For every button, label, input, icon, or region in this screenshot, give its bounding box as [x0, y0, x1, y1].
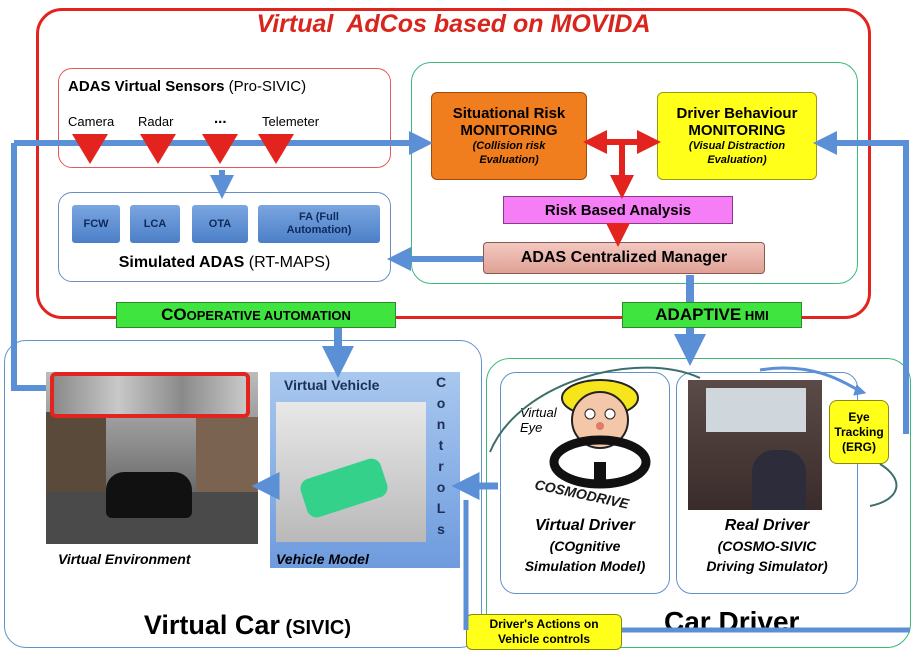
adaptive-rest: HMI	[741, 307, 769, 323]
sensor-label-radar: Radar	[138, 114, 174, 129]
driver-behaviour-line1: Driver Behaviour	[676, 105, 798, 122]
controls-letter: o	[436, 479, 446, 495]
driver-behaviour-line2: MONITORING	[688, 122, 786, 139]
controls-letter: L	[436, 500, 446, 516]
virtual-car-frame	[4, 340, 482, 648]
simulator-screen	[706, 388, 806, 432]
simulated-title-bold: Simulated ADAS	[118, 254, 245, 271]
driver-behaviour-line4: Evaluation)	[707, 154, 767, 166]
building-left	[46, 412, 106, 507]
eye-tracking-line1: Eye	[848, 409, 870, 424]
situational-risk-line4: Evaluation)	[479, 154, 539, 166]
virtual-eye-gaze-curve	[489, 366, 701, 453]
driver-eye-left	[584, 408, 596, 420]
driver-face	[571, 391, 629, 449]
adaptive-hmi-band: ADAPTIVE HMI	[622, 302, 802, 328]
radar-sensor-triangle	[140, 134, 176, 164]
adas-ota-button[interactable]: OTA	[192, 205, 248, 243]
adas-fa-button[interactable]: FA (Full Automation)	[258, 205, 380, 243]
drivers-actions-line2: Vehicle controls	[497, 632, 591, 646]
real-eye-gaze-curve	[759, 366, 867, 396]
controls-letter: r	[438, 458, 444, 474]
adas-fcw-button[interactable]: FCW	[72, 205, 120, 243]
real-driver-line1: Real Driver	[724, 517, 810, 534]
eye-tracking-line3: (ERG)	[842, 439, 876, 454]
drivers-actions-line1: Driver's Actions on	[489, 617, 599, 631]
controls-letter: t	[438, 437, 444, 453]
camera-thumbnails	[50, 372, 250, 418]
virtual-vehicle-title: Virtual Vehicle	[284, 377, 380, 393]
driver-behaviour-line3: (Visual Distraction	[688, 140, 786, 152]
virtual-driver-line2: (COgnitive	[549, 538, 621, 554]
drivers-actions-box: Driver's Actions on Vehicle controls	[466, 614, 622, 650]
virtual-driver-label: Virtual Driver (COgnitive Simulation Mod…	[500, 516, 670, 576]
vehicle-model-label: Vehicle Model	[276, 551, 369, 567]
eye-tracking-box: Eye Tracking (ERG)	[829, 400, 889, 464]
driving-simulator-photo	[688, 380, 822, 510]
real-driver-label: Real Driver (COSMO-SIVIC Driving Simulat…	[676, 516, 858, 576]
sensor-label-more: ...	[214, 110, 227, 127]
eye-tracking-line2: Tracking	[834, 424, 884, 439]
eye-tracking-loop-curve	[869, 463, 898, 507]
controls-letter: C	[435, 374, 447, 390]
vehicle-model-image	[276, 402, 426, 542]
page-title: Virtual AdCos based on MOVIDA	[256, 10, 651, 38]
sensors-title: ADAS Virtual Sensors (Pro-SIVIC)	[68, 78, 306, 95]
adas-centralized-manager-box: ADAS Centralized Manager	[483, 242, 765, 274]
controls-label: C o n t r o L s	[428, 372, 454, 540]
car-silhouette	[106, 472, 192, 518]
telemeter-sensor-triangle	[258, 134, 294, 164]
extra-sensor-triangle	[202, 134, 238, 164]
left-feedback-line	[11, 143, 46, 391]
sensor-label-telemeter: Telemeter	[262, 114, 320, 129]
cooperative-rest: OPERATIVE AUTOMATION	[186, 307, 351, 323]
cooperative-big: CO	[161, 305, 187, 324]
virtual-environment-label: Virtual Environment	[58, 551, 191, 567]
right-feedback-arrow	[813, 131, 909, 434]
virtual-car-bold: Virtual Car	[143, 610, 280, 640]
sensor-label-camera: Camera	[68, 114, 115, 129]
situational-risk-box: Situational Risk MONITORING (Collision r…	[431, 92, 587, 180]
simulated-title-normal: (RT-MAPS)	[244, 254, 331, 271]
real-driver-line3: Driving Simulator)	[706, 558, 828, 574]
simulated-adas-title: Simulated ADAS (RT-MAPS)	[58, 254, 391, 272]
sensors-title-bold: ADAS Virtual Sensors	[68, 78, 225, 95]
situational-risk-line1: Situational Risk	[452, 105, 566, 122]
monitoring-frame	[411, 62, 858, 284]
real-driver-line2: (COSMO-SIVIC	[717, 538, 817, 554]
simulator-person	[752, 450, 806, 510]
driver-eye-right	[604, 408, 616, 420]
controls-letter: n	[436, 416, 446, 432]
driver-behaviour-box: Driver Behaviour MONITORING (Visual Dist…	[657, 92, 817, 180]
virtual-driver-line3: Simulation Model)	[524, 558, 646, 574]
driver-nose	[596, 422, 604, 430]
steering-column	[594, 462, 606, 486]
virtual-car-normal: (SIVIC)	[279, 617, 352, 639]
camera-sensor-triangle	[72, 134, 108, 164]
situational-risk-line3: (Collision risk	[472, 140, 546, 152]
virtual-eye-line1: Virtual	[520, 405, 557, 420]
risk-based-analysis-box: Risk Based Analysis	[503, 196, 733, 224]
virtual-eye-line2: Eye	[520, 420, 543, 435]
movida-frame	[36, 8, 871, 319]
controls-letter: o	[436, 395, 446, 411]
sensors-title-normal: (Pro-SIVIC)	[224, 78, 307, 95]
virtual-eye-label: Virtual Eye	[520, 405, 557, 435]
virtual-car-title: Virtual Car (SIVIC)	[4, 592, 482, 641]
situational-risk-line2: MONITORING	[460, 122, 558, 139]
virtual-driver-line1: Virtual Driver	[535, 517, 635, 534]
adas-lca-button[interactable]: LCA	[130, 205, 180, 243]
controls-letter: s	[437, 521, 445, 537]
adaptive-big: ADAPTIVE	[655, 305, 742, 324]
